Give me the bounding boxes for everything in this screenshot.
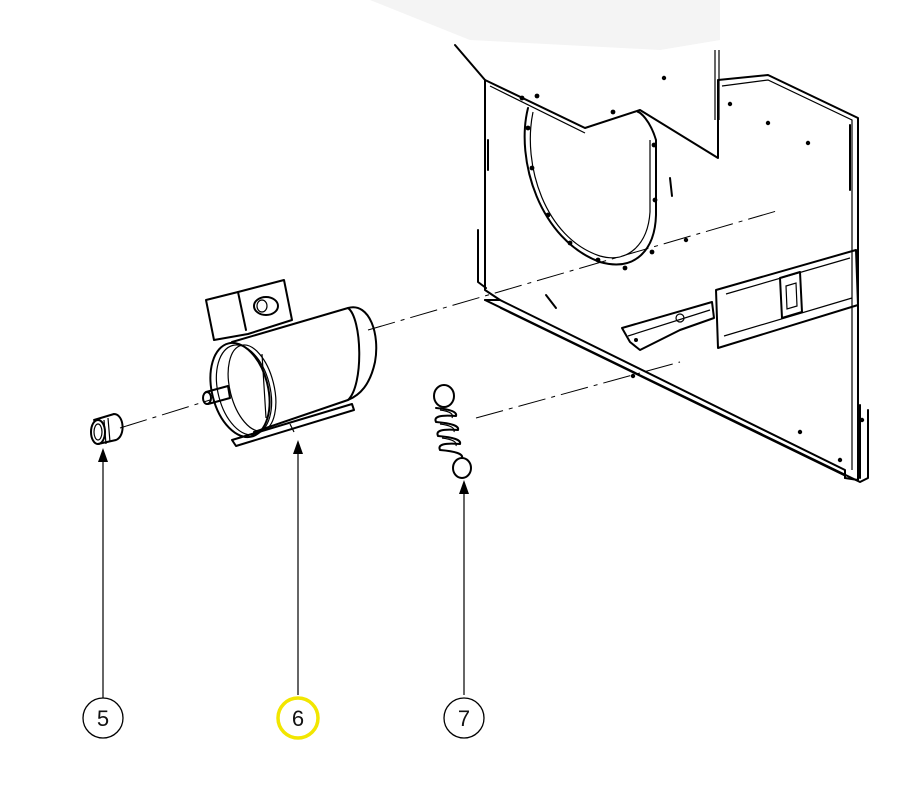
motor-sleeve xyxy=(90,413,124,445)
callout-5-label: 5 xyxy=(97,706,109,731)
callout-5[interactable]: 5 xyxy=(82,697,124,739)
callout-7-bubble xyxy=(443,697,485,739)
callout-5-bubble xyxy=(82,697,124,739)
callout-7-label: 7 xyxy=(458,706,470,731)
blower-motor xyxy=(202,279,378,447)
callout-7[interactable]: 7 xyxy=(443,697,485,739)
callout-6-bubble xyxy=(276,696,320,740)
tension-spring xyxy=(433,384,472,479)
blower-housing xyxy=(370,0,869,483)
callout-6[interactable]: 6 xyxy=(276,696,320,740)
callout-6-label: 6 xyxy=(292,706,304,731)
leader-lines xyxy=(98,440,469,702)
assembly-lines xyxy=(119,209,781,429)
